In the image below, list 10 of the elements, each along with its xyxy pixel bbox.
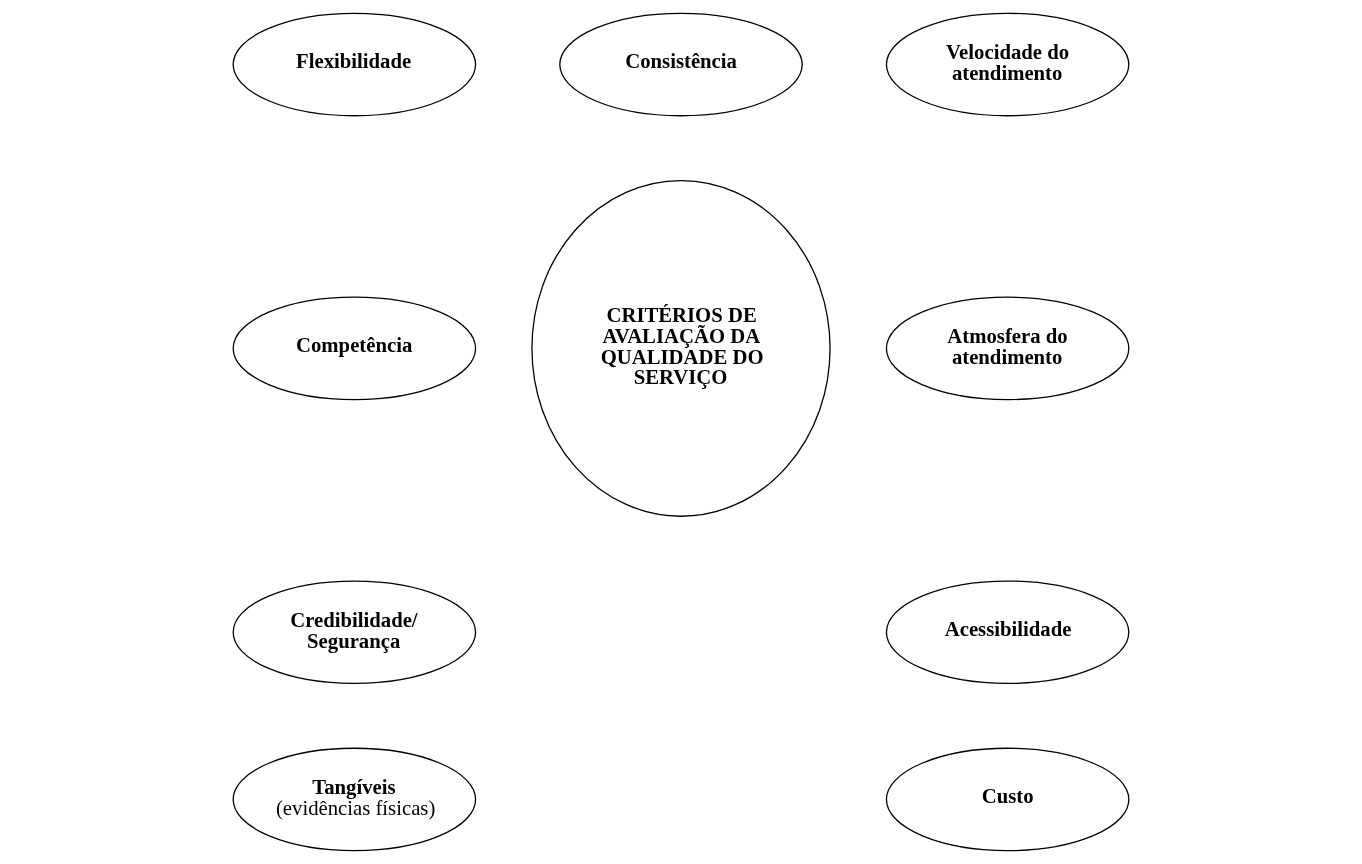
node-ellipse: Flexibilidade bbox=[232, 12, 477, 117]
node-ellipse: Credibilidade/ Segurança bbox=[232, 580, 477, 685]
node-ellipse: Atmosfera do atendimento bbox=[885, 296, 1130, 401]
node-ellipse: Tangíveis (evidências físicas) bbox=[232, 747, 477, 852]
node-ellipse: Consistência bbox=[559, 12, 803, 117]
node-ellipse: Velocidade do atendimento bbox=[885, 12, 1130, 117]
node-ellipse: Competência bbox=[232, 296, 477, 401]
node-ellipse: Acessibilidade bbox=[885, 580, 1130, 685]
node-ellipse: Custo bbox=[885, 747, 1130, 852]
node-ellipse: CRITÉRIOS DE AVALIAÇÃO DA QUALIDADE DO SERVIÇO bbox=[531, 179, 831, 517]
